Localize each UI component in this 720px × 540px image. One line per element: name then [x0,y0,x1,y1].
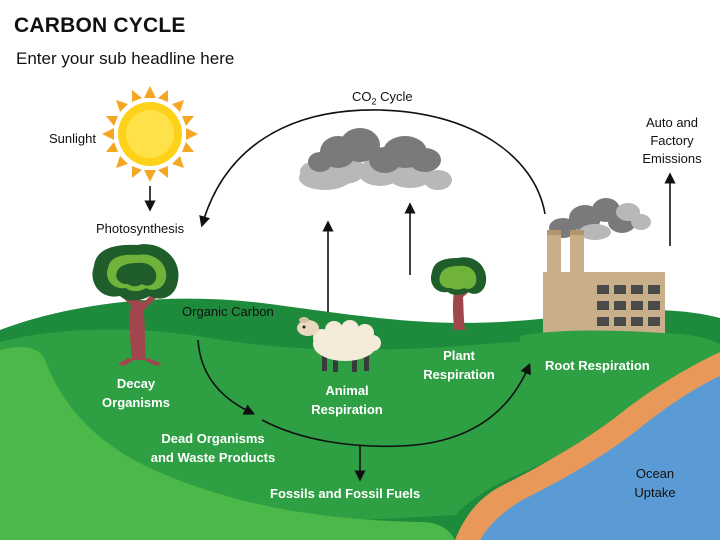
co2-cycle-arrow [199,109,546,228]
sheep-icon [297,317,381,372]
animal-label-line-1: Animal [325,383,369,398]
co2-subscript: 2 [371,96,377,107]
dead-organisms-label: Dead Organisms and Waste Products [143,429,283,467]
decay-organisms-label: Decay Organisms [96,374,176,412]
dead-label-line-2: and Waste Products [150,450,276,465]
root-respiration-label: Root Respiration [545,358,650,373]
sunlight-label: Sunlight [49,131,96,146]
dead-label-line-1: Dead Organisms [161,431,265,446]
emissions-label: Auto and Factory Emissions [636,114,708,168]
animal-respiration-label: Animal Respiration [302,381,392,419]
emissions-label-line-2: Factory [650,133,694,148]
ocean-label-line-1: Ocean [635,466,675,481]
tree-icon [92,244,179,366]
sun-icon [102,86,198,182]
organic-carbon-label: Organic Carbon [182,304,274,319]
organic-to-dead-arrow [197,339,256,415]
co2-prefix: CO [352,89,372,104]
plant-label-line-2: Respiration [423,367,495,382]
page-subtitle: Enter your sub headline here [16,49,235,68]
decay-label-line-1: Decay [116,376,156,391]
lower-cycle-arrow [261,362,531,448]
emissions-label-line-1: Auto and [645,115,699,130]
factory-smoke [549,198,651,240]
beach-sand [455,352,720,540]
ocean-uptake-label: Ocean Uptake [622,464,688,502]
cloud-icon [299,128,452,190]
emissions-label-line-3: Emissions [642,151,702,166]
co2-cycle-label: CO2 Cycle [352,89,413,107]
page-title: CARBON CYCLE [14,14,186,37]
factory-icon [543,230,665,342]
fossils-label: Fossils and Fossil Fuels [270,486,421,501]
tree-icon [430,257,487,330]
decay-label-line-2: Organisms [102,395,170,410]
plant-label-line-1: Plant [443,348,475,363]
ocean-label-line-2: Uptake [634,485,676,500]
foreground-slope [0,347,455,540]
photosynthesis-label: Photosynthesis [96,221,185,236]
co2-suffix: Cycle [376,89,413,104]
plant-respiration-label: Plant Respiration [414,346,504,384]
factory-foreground-hill [520,330,720,406]
animal-label-line-2: Respiration [311,402,383,417]
